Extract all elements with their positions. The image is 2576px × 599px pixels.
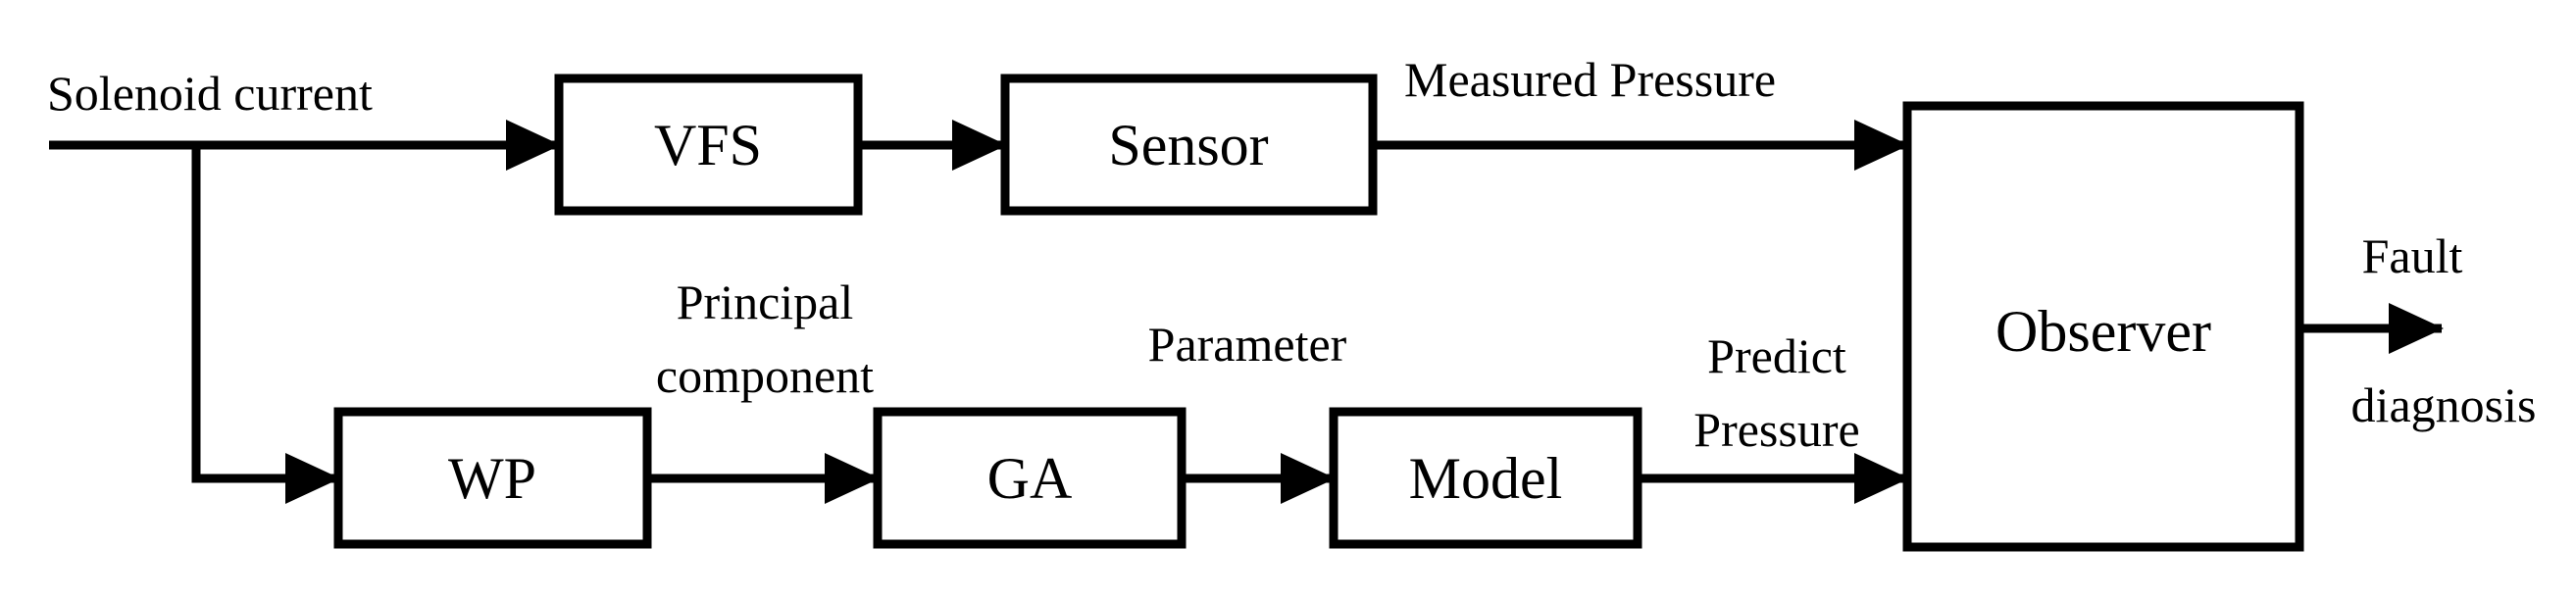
label-principal: Principal [677, 275, 854, 329]
label-component: component [656, 348, 874, 403]
block-sensor: Sensor [1000, 74, 1378, 216]
observer-label: Observer [1995, 299, 2211, 364]
sensor-box [1000, 74, 1378, 216]
vfs-label: VFS [654, 113, 762, 177]
model-label: Model [1409, 446, 1563, 511]
wp-box [333, 407, 652, 549]
block-model: Model [1329, 407, 1642, 549]
wp-label: WP [448, 446, 536, 511]
label-pressure: Pressure [1693, 402, 1859, 457]
label-diagnosis: diagnosis [2351, 377, 2537, 432]
block-wp: WP [333, 407, 652, 549]
signal-lines [49, 120, 2444, 504]
label-measured-pressure: Measured Pressure [1404, 52, 1776, 107]
block-vfs: VFS [554, 74, 863, 216]
block-observer: Observer [1902, 101, 2304, 552]
sensor-label: Sensor [1108, 113, 1268, 177]
block-ga: GA [873, 407, 1187, 549]
observer-box [1902, 101, 2304, 552]
label-solenoid-current: Solenoid current [47, 66, 373, 121]
label-predict: Predict [1707, 328, 1846, 383]
label-parameter: Parameter [1148, 317, 1347, 372]
label-fault: Fault [2362, 228, 2463, 283]
branch-line-to-wp [191, 141, 340, 504]
model-box [1329, 407, 1642, 549]
ga-label: GA [987, 446, 1073, 511]
